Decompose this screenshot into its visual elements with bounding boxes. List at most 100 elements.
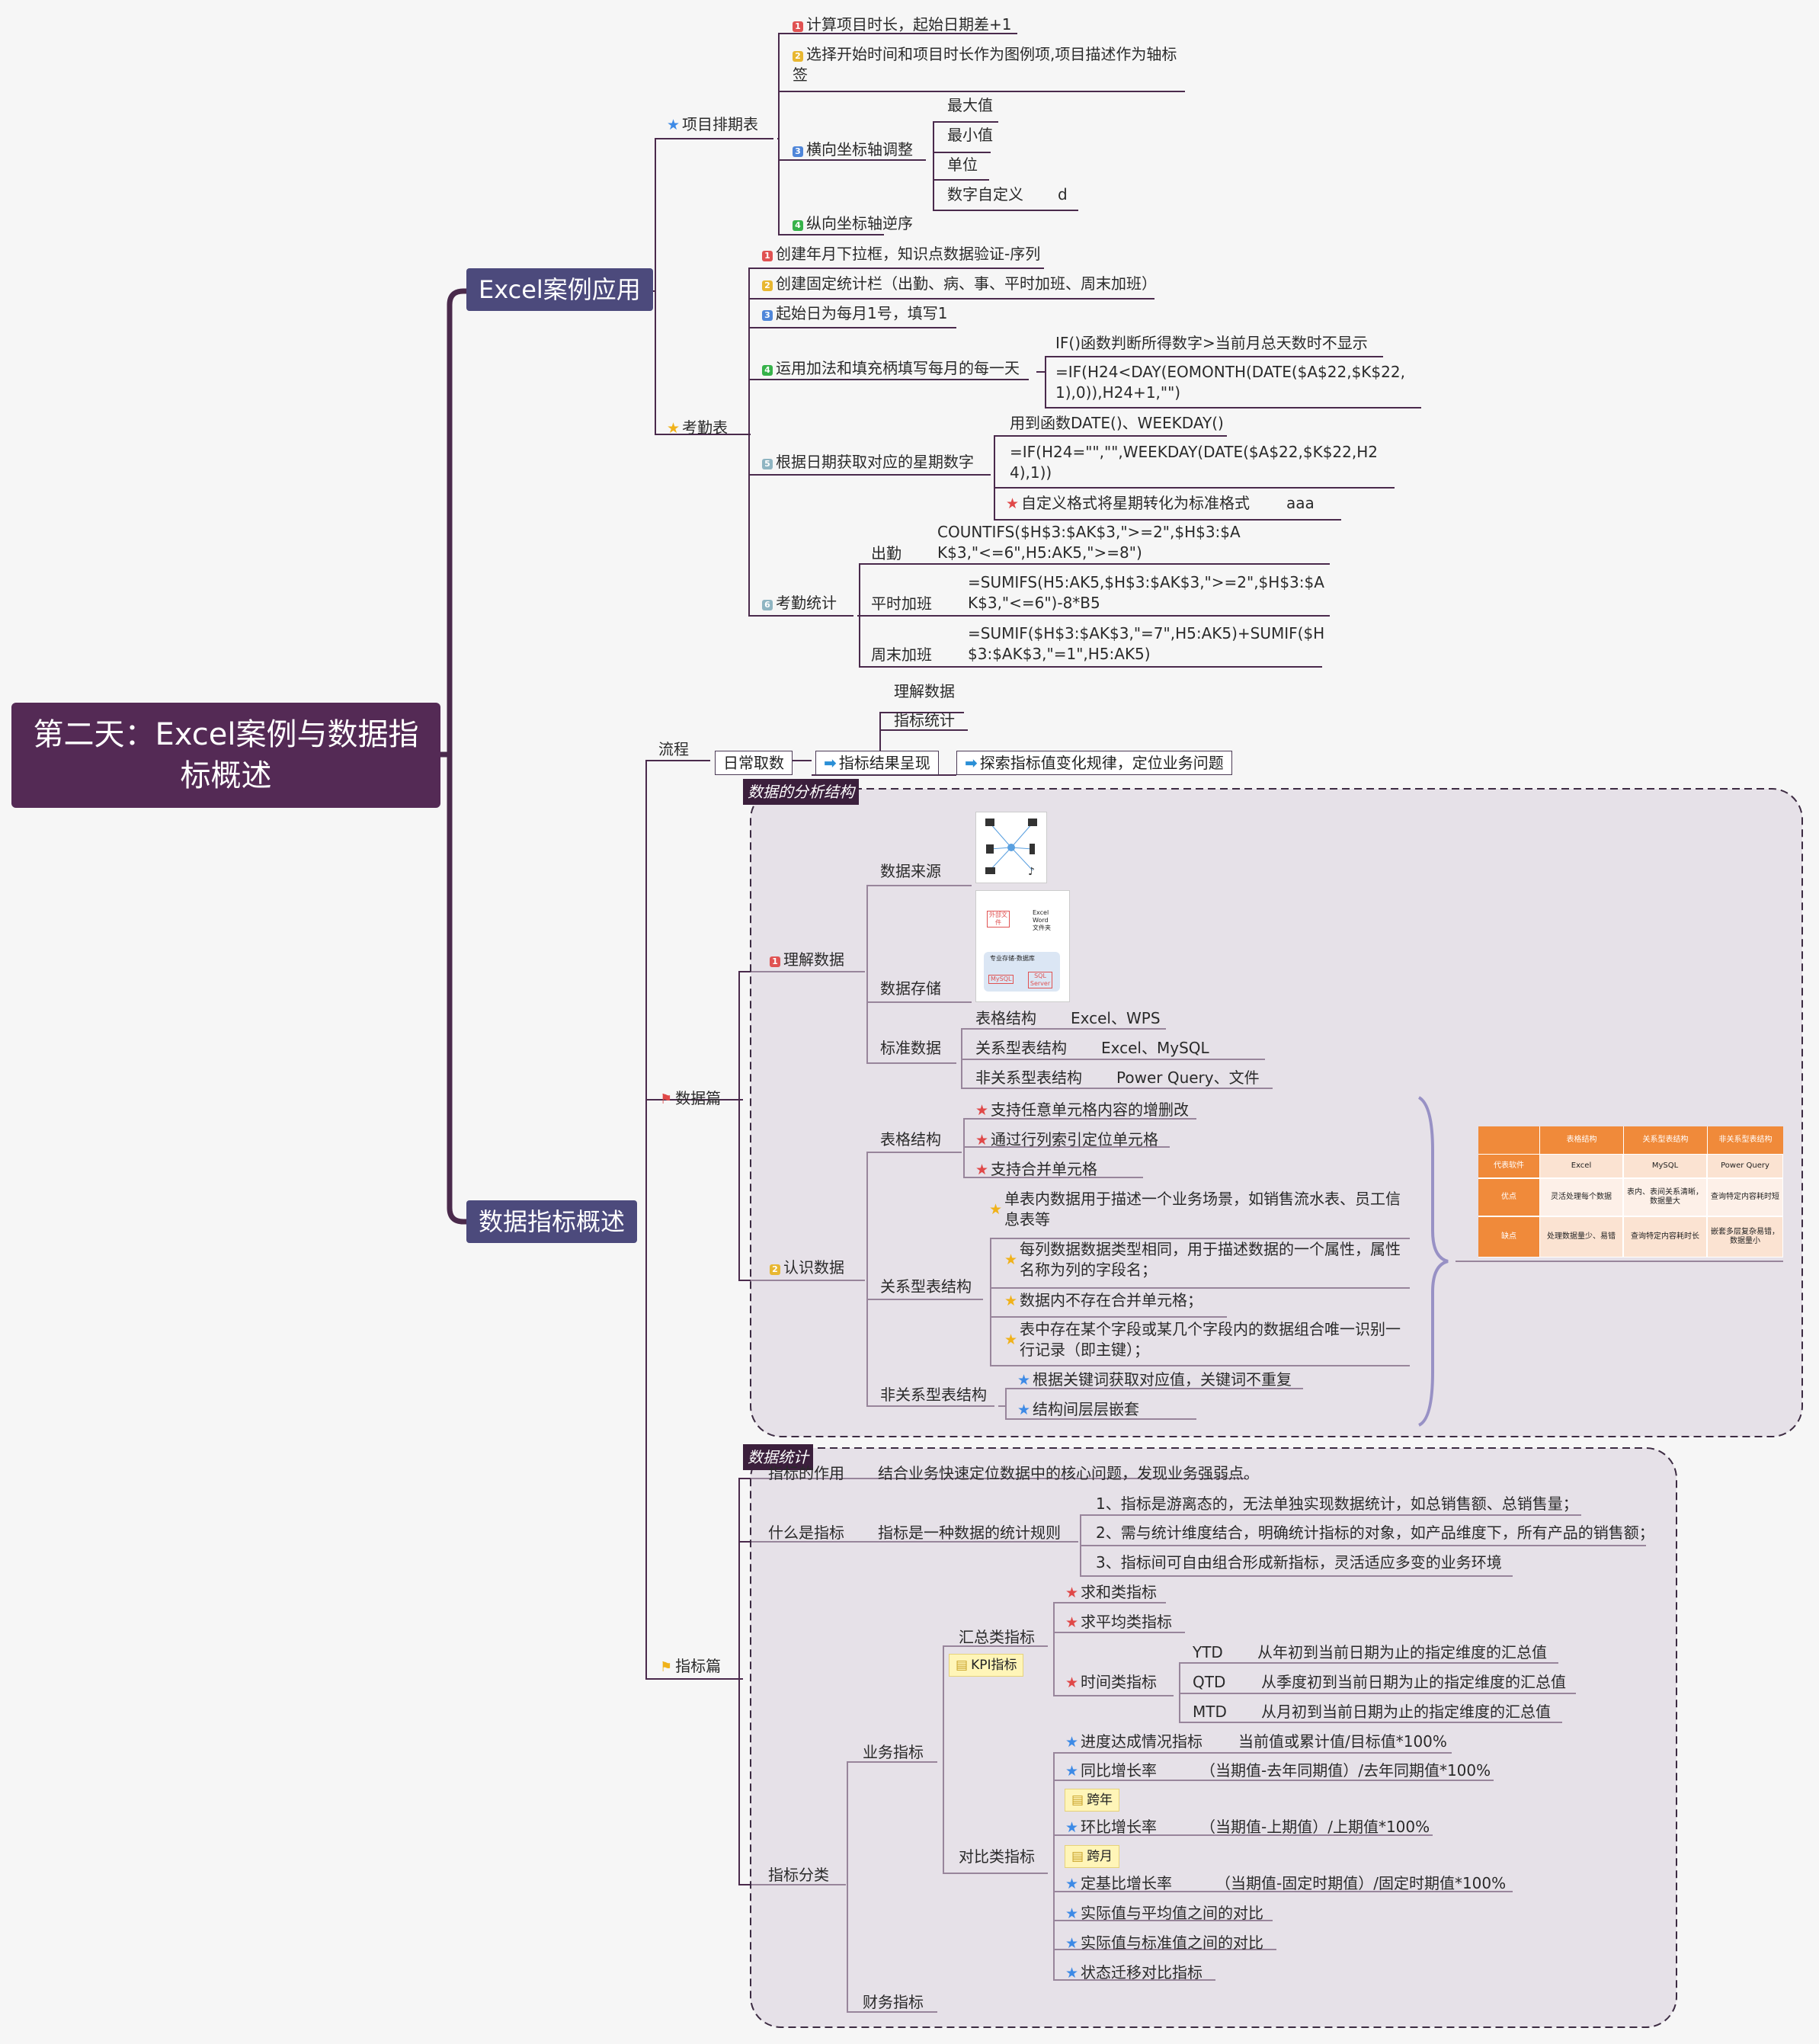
index-what-value[interactable]: 指标是一种数据的统计规则 <box>878 1523 1061 1542</box>
node-attendance[interactable]: ★考勤表 <box>667 418 729 437</box>
root-topic[interactable]: 第二天：Excel案例与数据指标概述 <box>11 703 440 808</box>
index-what-item-1[interactable]: 1、指标是游离态的，无法单独实现数据统计，如总销售额、总销售量； <box>1096 1495 1578 1513</box>
recog-rel-item-4[interactable]: ★表中存在某个字段或某几个字段内的数据组合唯一识别一行记录（即主键）； <box>1004 1320 1401 1359</box>
topic-excel-app[interactable]: Excel案例应用 <box>466 268 653 311</box>
index-role-value[interactable]: 结合业务快速定位数据中的核心问题，发现业务强弱点。 <box>878 1464 1259 1482</box>
recog-table-item-1[interactable]: ★支持任意单元格内容的增删改 <box>975 1100 1190 1119</box>
index-compare[interactable]: 对比类指标 <box>959 1847 1035 1866</box>
index-finance[interactable]: 财务指标 <box>863 1993 924 2011</box>
compare-progress-value[interactable]: 当前值或累计值/目标值*100% <box>1238 1732 1447 1751</box>
stat-weekday-ot[interactable]: 平时加班 <box>871 594 932 613</box>
recog-table[interactable]: 表格结构 <box>880 1130 941 1149</box>
flow-step-1[interactable]: 日常取数 <box>715 751 793 775</box>
summary-item-1[interactable]: ★求和类指标 <box>1065 1583 1158 1601</box>
node-schedule[interactable]: ★项目排期表 <box>667 115 759 133</box>
index-role[interactable]: 指标的作用 <box>768 1464 844 1482</box>
flow-above-1[interactable]: 理解数据 <box>894 682 955 700</box>
std-nonrel-value[interactable]: Power Query、文件 <box>1116 1068 1260 1087</box>
index-classify[interactable]: 指标分类 <box>768 1866 829 1884</box>
recog-nonrel[interactable]: 非关系型表结构 <box>880 1386 987 1404</box>
recog-nonrel-item-1[interactable]: ★根据关键词获取对应值，关键词不重复 <box>1017 1370 1292 1389</box>
node-index-section[interactable]: ⚑指标篇 <box>660 1657 722 1675</box>
node-flow[interactable]: 流程 <box>658 740 689 758</box>
index-what-item-3[interactable]: 3、指标间可自由组合形成新指标，灵活适应多变的业务环境 <box>1096 1553 1502 1571</box>
compare-progress[interactable]: ★进度达成情况指标 <box>1065 1732 1203 1751</box>
note-cross-month[interactable]: ▤跨月 <box>1065 1845 1120 1868</box>
recog-table-item-3[interactable]: ★支持合并单元格 <box>975 1160 1098 1178</box>
recog-rel-item-3[interactable]: ★数据内不存在合并单元格； <box>1004 1291 1203 1309</box>
time-mtd-value[interactable]: 从月初到当前日期为止的指定维度的汇总值 <box>1261 1703 1551 1721</box>
axis-max[interactable]: 最大值 <box>947 96 993 114</box>
index-what-item-2[interactable]: 2、需与统计维度结合，明确统计指标的对象，如产品维度下，所有产品的销售额； <box>1096 1523 1654 1542</box>
stat-attendance[interactable]: 出勤 <box>871 544 901 562</box>
data-source[interactable]: 数据来源 <box>880 862 941 880</box>
std-relational-value[interactable]: Excel、MySQL <box>1101 1039 1209 1057</box>
note-cross-year[interactable]: ▤跨年 <box>1065 1789 1120 1812</box>
recog-table-item-2[interactable]: ★通过行列索引定位单元格 <box>975 1130 1159 1149</box>
flow-above-2[interactable]: 指标统计 <box>894 711 955 729</box>
star-icon: ★ <box>975 1161 989 1178</box>
std-table[interactable]: 表格结构 <box>975 1009 1036 1027</box>
data-storage[interactable]: 数据存储 <box>880 979 941 998</box>
time-qtd-value[interactable]: 从季度初到当前日期为止的指定维度的汇总值 <box>1261 1673 1566 1691</box>
compare-mom[interactable]: ★环比增长率 <box>1065 1818 1158 1836</box>
compare-yoy-value[interactable]: （当期值-去年同期值）/去年同期值*100% <box>1200 1761 1491 1780</box>
axis-custom-value[interactable]: d <box>1058 185 1068 203</box>
axis-unit[interactable]: 单位 <box>947 155 978 174</box>
compare-fixed-base-value[interactable]: （当期值-固定时期值）/固定时期值*100% <box>1215 1874 1507 1892</box>
time-qtd[interactable]: QTD <box>1193 1673 1226 1691</box>
stat-weekday-ot-formula[interactable]: =SUMIFS(H5:AK5,$H$3:$AK$3,">=2",$H$3:$AK… <box>968 573 1324 612</box>
stat-weekend-ot[interactable]: 周末加班 <box>871 646 932 664</box>
compare-std[interactable]: ★实际值与标准值之间的对比 <box>1065 1933 1264 1952</box>
compare-fixed-base[interactable]: ★定基比增长率 <box>1065 1874 1173 1892</box>
stat-weekend-ot-formula[interactable]: =SUMIF($H$3:$AK$3,"=7",H5:AK5)+SUMIF($H$… <box>968 624 1325 663</box>
summary-item-3[interactable]: ★时间类指标 <box>1065 1673 1158 1691</box>
topic-metrics[interactable]: 数据指标概述 <box>466 1200 638 1243</box>
recog-rel-item-2[interactable]: ★每列数据数据类型相同，用于描述数据的一个属性，属性名称为列的字段名； <box>1004 1240 1401 1279</box>
compare-state[interactable]: ★状态迁移对比指标 <box>1065 1963 1203 1982</box>
weekday-note-3[interactable]: ★自定义格式将星期转化为标准格式 <box>1006 494 1251 512</box>
std-nonrel[interactable]: 非关系型表结构 <box>975 1068 1082 1087</box>
time-mtd[interactable]: MTD <box>1193 1703 1227 1721</box>
kpi-note[interactable]: ▤KPI指标 <box>949 1654 1024 1677</box>
recog-rel-item-1[interactable]: ★单表内数据用于描述一个业务场景，如销售流水表、员工信息表等 <box>989 1190 1401 1229</box>
axis-custom[interactable]: 数字自定义 <box>947 185 1023 203</box>
flow-step-2[interactable]: ➡指标结果呈现 <box>815 751 939 775</box>
star-icon: ★ <box>1006 495 1020 512</box>
stat-attendance-formula[interactable]: COUNTIFS($H$3:$AK$3,">=2",$H$3:$AK$3,"<=… <box>937 523 1241 562</box>
data-standard[interactable]: 标准数据 <box>880 1039 941 1057</box>
std-table-value[interactable]: Excel、WPS <box>1071 1009 1161 1027</box>
recog-nonrel-item-2[interactable]: ★结构间层层嵌套 <box>1017 1400 1140 1418</box>
compare-yoy[interactable]: ★同比增长率 <box>1065 1761 1158 1780</box>
node-data-section[interactable]: ⚑数据篇 <box>660 1089 722 1107</box>
time-ytd[interactable]: YTD <box>1193 1643 1223 1661</box>
weekday-note-1[interactable]: 用到函数DATE()、WEEKDAY() <box>1010 414 1224 432</box>
axis-min[interactable]: 最小值 <box>947 126 993 144</box>
flow-step-3[interactable]: ➡探索指标值变化规律，定位业务问题 <box>956 751 1232 775</box>
summary-item-2[interactable]: ★求平均类指标 <box>1065 1613 1173 1631</box>
fill-note-2[interactable]: =IF(H24<DAY(EOMONTH(DATE($A$22,$K$22,1),… <box>1055 363 1405 402</box>
recog-relational[interactable]: 关系型表结构 <box>880 1277 972 1296</box>
index-summary[interactable]: 汇总类指标 <box>959 1628 1035 1646</box>
index-business[interactable]: 业务指标 <box>863 1743 924 1761</box>
std-relational[interactable]: 关系型表结构 <box>975 1039 1067 1057</box>
time-ytd-value[interactable]: 从年初到当前日期为止的指定维度的汇总值 <box>1257 1643 1547 1661</box>
index-what[interactable]: 什么是指标 <box>768 1523 844 1542</box>
compare-mom-value[interactable]: （当期值-上期值）/上期值*100% <box>1200 1818 1430 1836</box>
weekday-note-2[interactable]: =IF(H24="","",WEEKDAY(DATE($A$22,$K$22,H… <box>1010 443 1378 482</box>
weekday-format[interactable]: aaa <box>1286 494 1315 512</box>
fill-note-1[interactable]: IF()函数判断所得数字>当前月总天数时不显示 <box>1055 334 1368 352</box>
compare-avg[interactable]: ★实际值与平均值之间的对比 <box>1065 1904 1264 1922</box>
